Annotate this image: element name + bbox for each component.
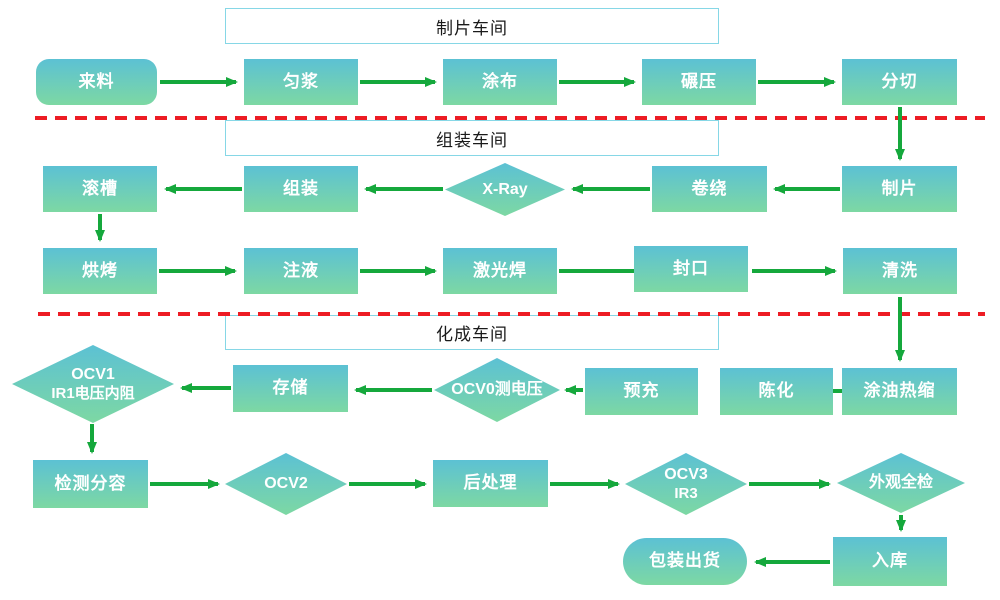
header-electrode-workshop-label: 制片车间 [436, 18, 508, 38]
separator-line-2 [38, 312, 985, 316]
node-slitting-label: 分切 [881, 71, 918, 91]
node-injection: 注液 [244, 248, 358, 294]
header-formation-workshop: 化成车间 [225, 315, 719, 350]
node-oil-heatshrink-label: 涂油热缩 [863, 381, 936, 401]
node-grooving: 滚槽 [43, 166, 157, 212]
node-storage: 存储 [233, 365, 348, 412]
node-precharge: 预充 [585, 368, 698, 415]
node-storage-label: 存储 [272, 378, 309, 398]
node-xray: X-Ray [445, 163, 565, 216]
node-ocv0-label: OCV0测电压 [451, 381, 543, 399]
node-aging: 陈化 [720, 368, 833, 415]
header-assembly-workshop: 组装车间 [225, 120, 719, 156]
node-winding: 卷绕 [652, 166, 767, 212]
node-injection-label: 注液 [283, 260, 319, 280]
node-assembly: 组装 [244, 166, 358, 212]
node-packing-shipping-label: 包装出货 [649, 551, 721, 571]
node-ocv3-line1: OCV3 [664, 466, 708, 484]
node-capacity-grading: 检测分容 [33, 460, 148, 508]
node-cleaning: 清洗 [843, 248, 957, 294]
node-warehousing-label: 入库 [872, 551, 908, 571]
node-grooving-label: 滚槽 [82, 178, 118, 198]
header-electrode-workshop: 制片车间 [225, 8, 719, 44]
node-sealing: 封口 [634, 246, 748, 292]
node-calendering-label: 碾压 [681, 71, 717, 91]
node-cleaning-label: 清洗 [882, 260, 918, 280]
node-laser-welding: 激光焊 [443, 248, 557, 294]
node-ocv1-line1: OCV1 [71, 366, 115, 384]
node-slitting: 分切 [842, 59, 957, 105]
header-assembly-workshop-label: 组装车间 [436, 130, 508, 150]
node-post-processing-label: 后处理 [463, 473, 518, 493]
node-calendering: 碾压 [642, 59, 756, 105]
node-aging-label: 陈化 [758, 381, 795, 401]
node-visual-inspection: 外观全检 [837, 453, 965, 513]
node-packing-shipping: 包装出货 [623, 538, 747, 585]
node-ocv3: OCV3 IR3 [625, 453, 747, 515]
node-coating: 涂布 [443, 59, 557, 105]
node-ocv1-line2: IR1电压内阻 [51, 384, 135, 402]
node-baking: 烘烤 [43, 248, 157, 294]
node-ocv2-label: OCV2 [264, 475, 308, 493]
node-ocv0: OCV0测电压 [434, 358, 560, 422]
node-laser-welding-label: 激光焊 [473, 260, 527, 280]
node-slurry-label: 匀浆 [283, 71, 319, 91]
node-ocv2: OCV2 [225, 453, 347, 515]
node-coating-label: 涂布 [482, 71, 518, 91]
node-precharge-label: 预充 [623, 381, 660, 401]
node-ocv3-line2: IR3 [674, 484, 698, 502]
node-sheeting: 制片 [842, 166, 957, 212]
node-post-processing: 后处理 [433, 460, 548, 507]
node-sealing-label: 封口 [673, 258, 709, 278]
node-visual-inspection-label: 外观全检 [868, 474, 933, 492]
node-capacity-grading-label: 检测分容 [54, 473, 127, 493]
node-incoming-label: 来料 [78, 71, 115, 91]
node-winding-label: 卷绕 [691, 178, 728, 198]
node-warehousing: 入库 [833, 537, 947, 586]
node-slurry: 匀浆 [244, 59, 358, 105]
node-xray-label: X-Ray [482, 180, 528, 198]
node-oil-heatshrink: 涂油热缩 [842, 368, 957, 415]
node-baking-label: 烘烤 [82, 260, 118, 280]
node-ocv1: OCV1 IR1电压内阻 [12, 345, 174, 423]
header-formation-workshop-label: 化成车间 [436, 325, 508, 344]
node-incoming: 来料 [36, 59, 157, 105]
separator-line-1 [35, 116, 985, 120]
node-assembly-label: 组装 [283, 178, 319, 198]
node-sheeting-label: 制片 [881, 178, 918, 198]
